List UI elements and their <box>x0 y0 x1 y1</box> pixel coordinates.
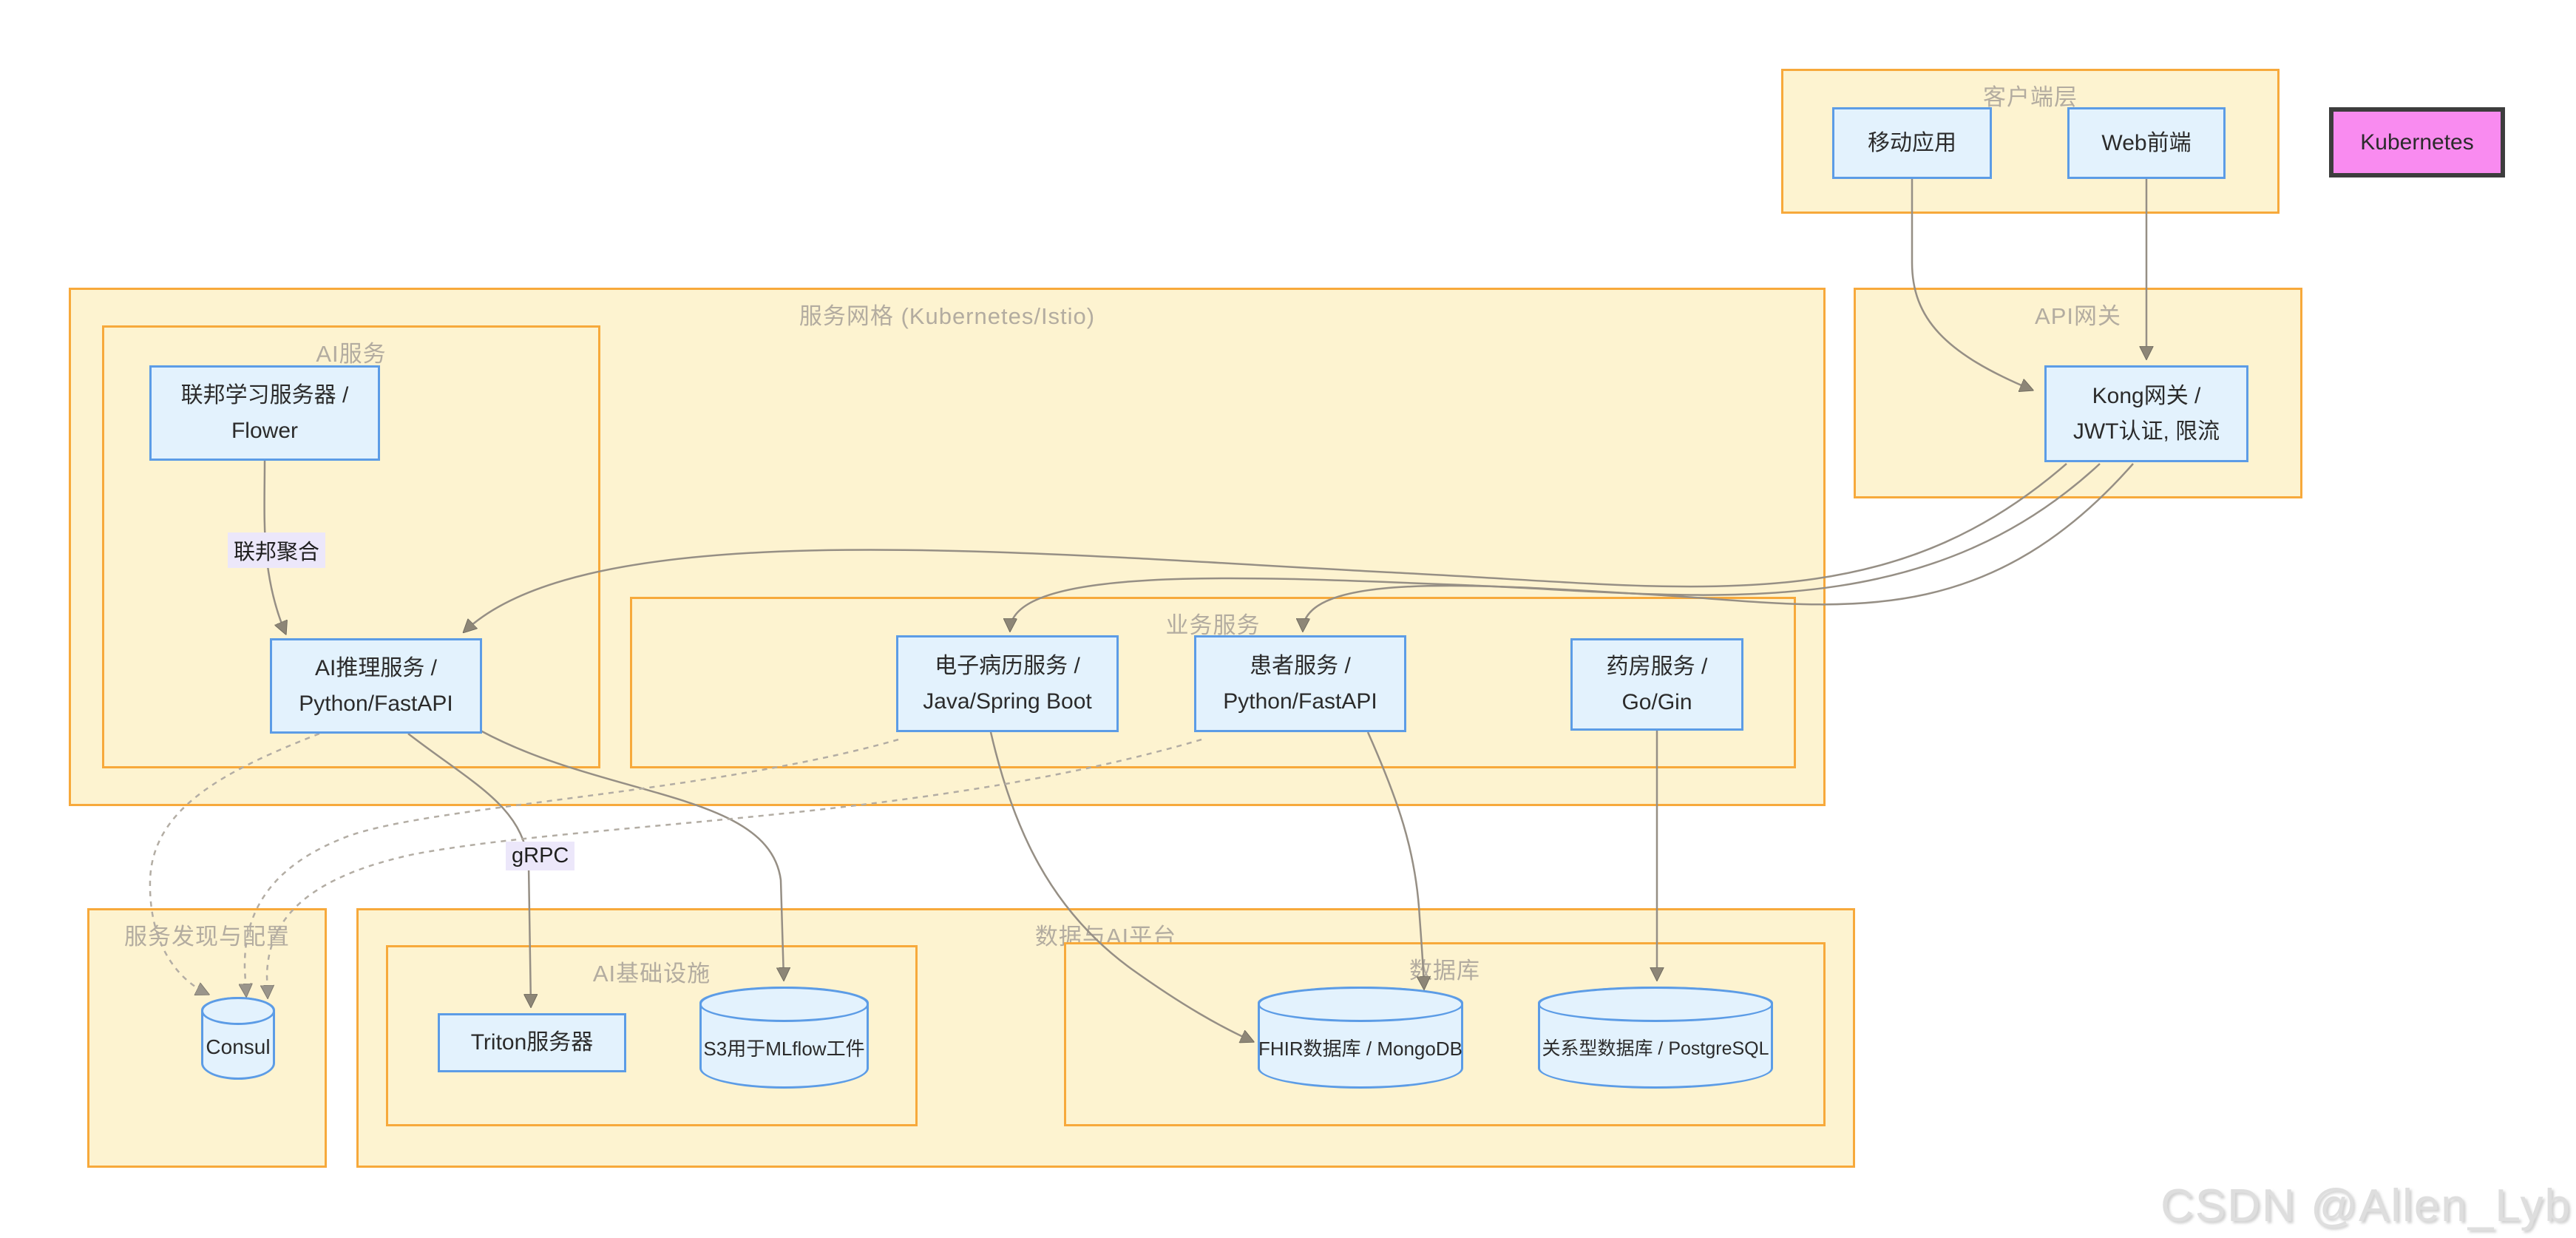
node-kong-line1: Kong网关 / <box>2092 383 2201 408</box>
node-kong-gateway: Kong网关 / JWT认证, 限流 <box>2044 365 2248 462</box>
node-postgres-label: 关系型数据库 / PostgreSQL <box>1542 1038 1769 1059</box>
node-kubernetes: Kubernetes <box>2329 107 2505 177</box>
node-mobile-app: 移动应用 <box>1832 107 1992 179</box>
node-fhir-label: FHIR数据库 / MongoDB <box>1258 1037 1462 1060</box>
cluster-title-client-layer: 客户端层 <box>1983 84 2078 110</box>
node-s3-label: S3用于MLflow工件 <box>703 1037 865 1060</box>
edge-label-grpc: gRPC <box>506 842 575 870</box>
node-web-frontend: Web前端 <box>2067 107 2226 179</box>
edge-label-federated-aggregation: 联邦聚合 <box>228 532 326 568</box>
node-ai-inference-line1: AI推理服务 / <box>314 655 437 680</box>
csdn-watermark: CSDN @Allen_Lyb <box>2160 1180 2572 1231</box>
cluster-title-service-mesh: 服务网格 (Kubernetes/Istio) <box>799 303 1096 329</box>
node-triton-server: Triton服务器 <box>438 1013 626 1072</box>
node-emr-line1: 电子病历服务 / <box>935 653 1080 678</box>
node-consul-db: Consul <box>201 997 275 1080</box>
node-pharmacy-line1: 药房服务 / <box>1606 654 1708 679</box>
node-emr-line2: Java/Spring Boot <box>923 689 1092 714</box>
node-web-frontend-label: Web前端 <box>2101 130 2192 155</box>
node-ai-inference-line2: Python/FastAPI <box>299 691 453 716</box>
node-federated-learning-server: 联邦学习服务器 / Flower <box>149 365 380 461</box>
node-emr-service: 电子病历服务 / Java/Spring Boot <box>896 635 1119 732</box>
node-triton-label: Triton服务器 <box>470 1030 594 1055</box>
node-fl-line2: Flower <box>231 418 298 443</box>
node-pharmacy-line2: Go/Gin <box>1621 689 1692 714</box>
cluster-title-databases: 数据库 <box>1409 958 1480 984</box>
node-ai-inference-service: AI推理服务 / Python/FastAPI <box>270 638 482 734</box>
node-kong-line2: JWT认证, 限流 <box>2072 419 2220 444</box>
node-patient-line1: 患者服务 / <box>1250 653 1351 678</box>
node-pharmacy-service: 药房服务 / Go/Gin <box>1570 638 1743 731</box>
node-mobile-app-label: 移动应用 <box>1868 130 1956 155</box>
node-kubernetes-label: Kubernetes <box>2360 129 2474 155</box>
node-s3-mlflow-db: S3用于MLflow工件 <box>699 987 869 1089</box>
node-fhir-mongodb: FHIR数据库 / MongoDB <box>1258 987 1463 1089</box>
cluster-title-ai-services: AI服务 <box>316 341 387 367</box>
node-consul-label: Consul <box>206 1035 271 1058</box>
cluster-title-service-discovery: 服务发现与配置 <box>124 924 290 950</box>
node-patient-service: 患者服务 / Python/FastAPI <box>1194 635 1406 732</box>
node-fl-line1: 联邦学习服务器 / <box>180 382 349 407</box>
cluster-title-ai-infrastructure: AI基础设施 <box>592 961 711 987</box>
cluster-title-api-gateway: API网关 <box>2035 303 2121 329</box>
node-postgres-db: 关系型数据库 / PostgreSQL <box>1538 987 1773 1089</box>
node-patient-line2: Python/FastAPI <box>1223 689 1377 714</box>
